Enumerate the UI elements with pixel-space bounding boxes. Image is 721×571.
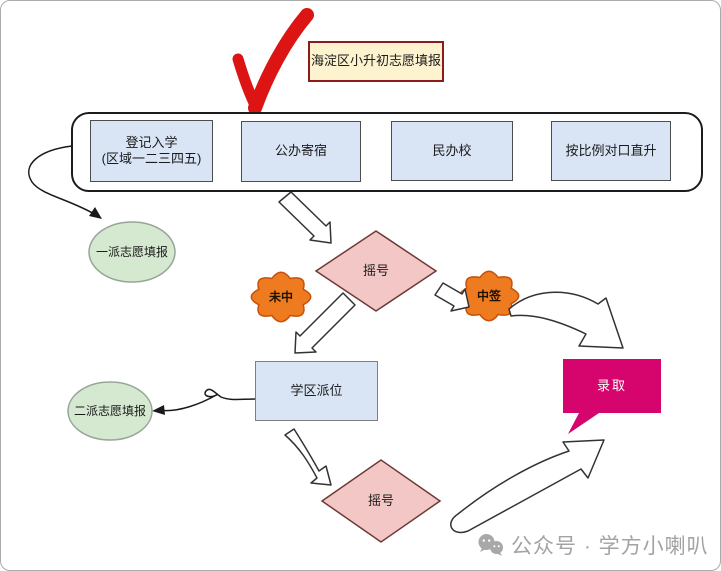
admit-text: 录取 [596,377,627,393]
entry-box-private-school-label: 民办校 [432,142,472,158]
second-batch-label: 二派志愿填报 [66,384,154,438]
entry-box-registration-line1: 登记入学 [125,134,178,150]
lottery-top-label: 摇号 [341,259,411,283]
title-tag-label: 海淀区小升初志愿填报 [310,53,441,69]
entry-box-private-school: 民办校 [391,121,513,181]
edge-curve [158,388,256,412]
lottery-top-text: 摇号 [362,262,389,278]
arrowhead-icon [152,405,165,415]
edge-group-to-first-batch [28,145,102,219]
entry-box-registration: 登记入学 (区域一二三四五) [90,120,213,182]
first-batch-text: 一派志愿填报 [95,244,168,259]
lottery-top-diamond [314,230,438,312]
watermark: 公众号 · 学方小喇叭 [477,530,709,560]
entry-box-direct-promotion: 按比例对口直升 [551,121,671,181]
wechat-icon [478,534,503,556]
title-tag: 海淀区小升初志愿填报 [308,41,444,82]
lottery-bottom-diamond [320,459,442,543]
block-arrow-lottery-to-admit [450,439,605,534]
block-arrow-to-placement [294,292,356,354]
miss-label: 未中 [257,285,305,309]
entry-box-direct-promotion-label: 按比例对口直升 [565,142,657,158]
red-checkmark-icon [232,8,314,115]
first-batch-label: 一派志愿填报 [87,224,177,280]
win-label: 中签 [465,284,513,308]
arrowhead-icon [89,207,102,219]
entry-box-public-boarding-label: 公办寄宿 [274,143,327,159]
block-arrow-to-lottery-bottom [284,428,332,486]
miss-cloud [250,271,312,323]
district-placement-label: 学区派位 [290,382,343,398]
miss-text: 未中 [268,289,293,304]
edge-placement-to-second-batch [152,388,256,415]
block-arrow-win-to-admit [508,291,624,349]
district-placement-box: 学区派位 [255,361,378,421]
admit-label: 录取 [563,359,661,413]
entry-box-public-boarding: 公办寄宿 [241,121,361,182]
block-arrow-to-win [434,282,470,312]
win-cloud [458,270,520,322]
watermark-text: 公众号 · 学方小喇叭 [511,535,709,558]
win-text: 中签 [476,288,501,303]
second-batch-text: 二派志愿填报 [73,403,146,418]
admit-bubble [563,359,661,434]
lottery-bottom-label: 摇号 [346,489,416,513]
entry-box-registration-line2: (区域一二三四五) [101,151,202,166]
first-batch-ellipse [88,221,176,283]
edge-curve [28,145,97,216]
lottery-bottom-text: 摇号 [367,492,394,508]
checkmark-right-stroke [248,8,314,115]
second-batch-ellipse [67,381,153,441]
block-arrow-to-lottery [278,191,332,244]
